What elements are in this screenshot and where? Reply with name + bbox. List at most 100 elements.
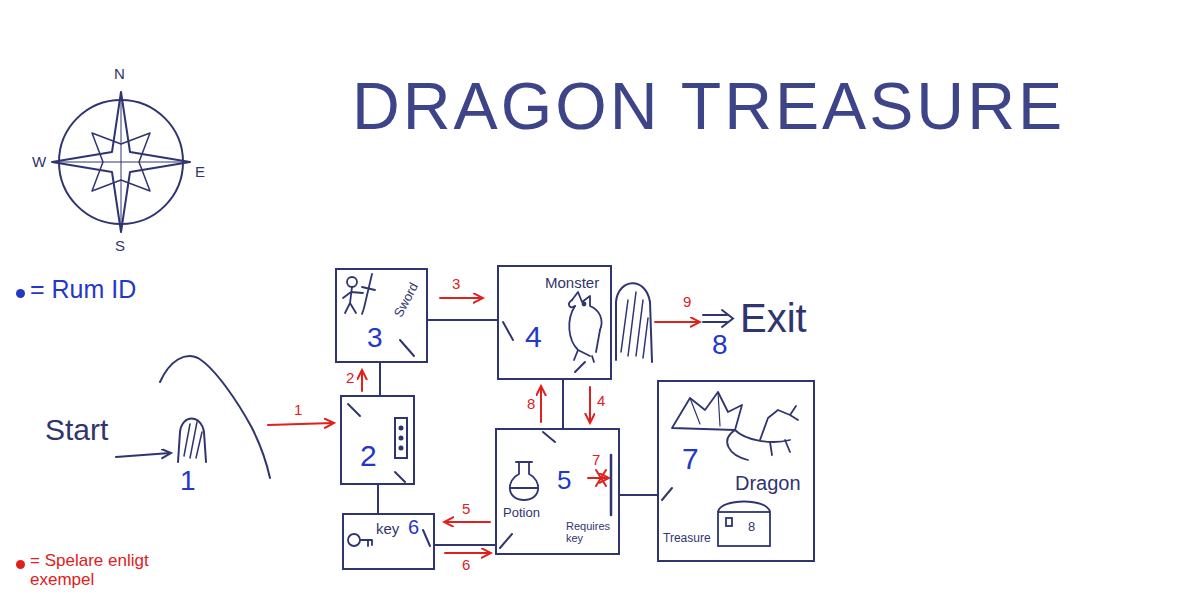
legend-dot <box>16 560 25 569</box>
door-mark-part <box>575 362 585 372</box>
hero-with-sword-part <box>343 287 363 313</box>
player-path-arrow-part <box>268 423 333 425</box>
dragon-sketch-part <box>770 440 790 455</box>
key-icon-part <box>348 534 360 546</box>
door-mark-part <box>400 340 414 356</box>
locked-door-part <box>610 455 613 515</box>
step-number: 9 <box>683 294 691 311</box>
room-id: 8 <box>712 330 728 361</box>
door-icon <box>395 418 407 458</box>
player-path-arrow-part <box>596 470 606 486</box>
treasure-chest-part <box>718 502 770 513</box>
player-path-arrow <box>268 298 699 553</box>
start-label: Start <box>45 413 108 446</box>
compass-letter: N <box>114 66 125 83</box>
exit-cave-part <box>616 283 652 362</box>
start-cave-part <box>178 419 206 463</box>
door-icon-part <box>395 418 407 458</box>
compass-letter: W <box>32 154 46 171</box>
door-note: Requires key <box>566 520 614 544</box>
step-number: 2 <box>346 370 354 387</box>
hero-with-sword-part <box>362 274 375 314</box>
player-path-arrow-part <box>588 477 608 479</box>
room-id: 6 <box>408 516 419 538</box>
player-path-arrow-part <box>589 387 591 422</box>
step-number: 7 <box>592 452 600 469</box>
legend-text: = Spelare enligt exempel <box>30 552 190 589</box>
door-mark-part <box>395 472 405 482</box>
room-box: Monster 4 <box>497 265 612 380</box>
door-mark-part <box>348 404 360 416</box>
step-number: 4 <box>597 393 605 410</box>
dragon-sketch-part <box>672 392 742 430</box>
room-id: 7 <box>682 442 699 475</box>
compass-rose <box>52 92 190 232</box>
step-number: 1 <box>294 402 302 419</box>
item-name: Treasure <box>663 532 711 545</box>
step-number: 5 <box>462 501 470 518</box>
room-connector <box>428 319 497 321</box>
exit-cave-part <box>621 292 648 358</box>
item-id: 8 <box>748 520 755 534</box>
exit-arrow-part <box>703 310 733 327</box>
door-mark-part <box>503 322 513 340</box>
dragon-sketch-part <box>760 406 798 440</box>
room-id: 4 <box>525 320 542 353</box>
monster-sketch <box>569 292 602 362</box>
room-connector <box>435 544 495 546</box>
player-path-arrow-part <box>655 321 699 323</box>
exit-label: Exit <box>740 296 807 340</box>
monster-sketch-part <box>569 300 575 307</box>
potion-flask-part <box>510 462 538 488</box>
exit-cave <box>616 283 652 362</box>
diagram-title: DRAGON TREASURE <box>352 70 1065 143</box>
key-icon-part <box>360 540 372 546</box>
player-path-arrow-part <box>540 387 542 422</box>
dragon-sketch-part <box>727 430 748 460</box>
room-connector <box>377 485 379 513</box>
room-box: 2 <box>340 395 415 485</box>
player-path-arrow-part <box>445 552 490 554</box>
door-icon-part <box>400 447 403 450</box>
monster-sketch-part <box>572 292 602 330</box>
door-icon-part <box>400 427 403 430</box>
treasure-chest <box>718 502 770 547</box>
room-connector <box>562 380 564 428</box>
hero-with-sword <box>343 274 375 314</box>
key-icon <box>348 534 372 546</box>
step-number: 3 <box>452 276 460 293</box>
room-connector <box>379 363 381 395</box>
door-mark-part <box>500 534 512 548</box>
room-box: 7DragonTreasure 8 <box>657 380 815 562</box>
dragon-sketch-part <box>690 392 720 426</box>
start-hill-part <box>160 356 270 478</box>
door-mark-part <box>662 488 672 500</box>
compass-rose-part <box>52 92 190 232</box>
room-box: Potion5Requires key <box>495 428 620 555</box>
treasure-chest-part <box>726 518 732 526</box>
start-arrow <box>116 453 170 457</box>
legend-text: = Rum ID <box>30 276 136 304</box>
room-id: 5 <box>557 466 571 495</box>
start-cave <box>178 419 206 463</box>
start-cave-part <box>184 422 202 458</box>
room-id: 3 <box>367 323 383 354</box>
enemy-name: Dragon <box>735 472 801 494</box>
door-mark-part <box>543 432 555 442</box>
player-path-arrow-part <box>440 297 482 299</box>
player-path-arrow-part <box>445 521 490 523</box>
hero-with-sword-part <box>347 277 357 287</box>
potion-flask <box>510 462 538 500</box>
item-name: Sword <box>391 281 421 320</box>
enemy-name: Monster <box>545 275 599 292</box>
monster-sketch-part <box>569 306 600 362</box>
locked-door <box>610 455 613 515</box>
monster-sketch-part <box>583 303 586 306</box>
start-arrow-part <box>116 453 170 457</box>
legend-dot <box>16 289 25 298</box>
step-number: 6 <box>462 557 470 574</box>
compass-letter: S <box>115 238 125 255</box>
step-number: 8 <box>527 396 535 413</box>
door-icon-part <box>400 437 403 440</box>
